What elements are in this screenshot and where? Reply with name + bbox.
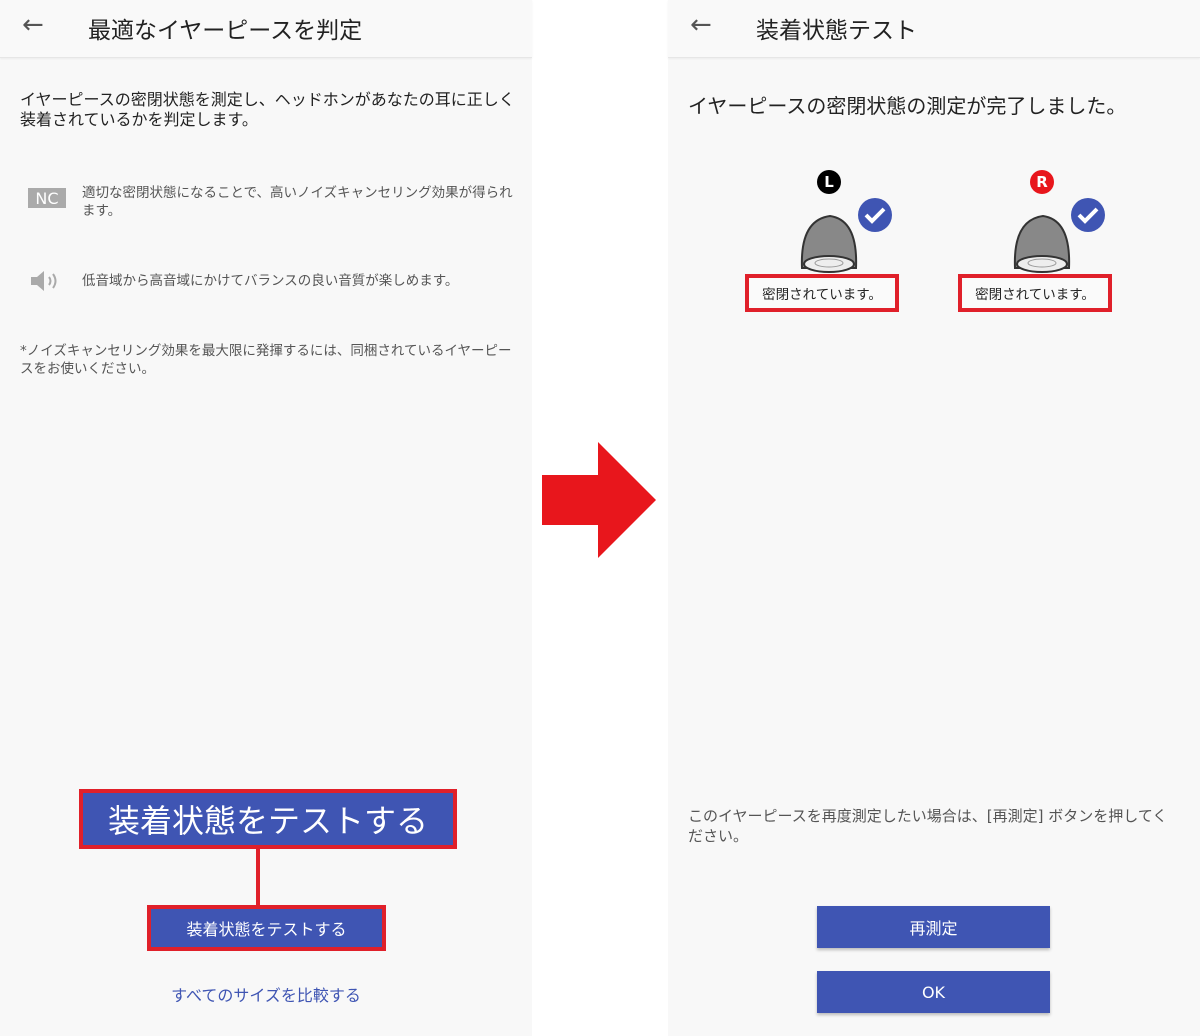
test-fit-button[interactable]: 装着状態をテストする (147, 905, 386, 951)
page-title: 最適なイヤーピースを判定 (88, 18, 363, 44)
fit-test-result-screen: ← 装着状態テスト イヤーピースの密閉状態の測定が完了しました。 L 密閉されて… (668, 0, 1200, 1036)
right-badge: R (1030, 170, 1054, 194)
intro-text: イヤーピースの密閉状態を測定し、ヘッドホンがあなたの耳に正しく装着されているかを… (20, 90, 515, 129)
earpiece-check-icon (800, 198, 892, 273)
result-message: イヤーピースの密閉状態の測定が完了しました。 (688, 94, 1127, 118)
test-button-callout: 装着状態をテストする (79, 789, 457, 849)
callout-connector (256, 849, 260, 905)
remeasure-button[interactable]: 再測定 (817, 906, 1050, 948)
next-arrow-icon (542, 442, 656, 558)
left-badge: L (817, 170, 841, 194)
ok-button[interactable]: OK (817, 971, 1050, 1013)
earpiece-left: L 密閉されています。 (745, 168, 905, 318)
footnote: *ノイズキャンセリング効果を最大限に発揮するには、同梱されているイヤーピースをお… (20, 343, 512, 377)
earpiece-right: R 密閉されています。 (958, 168, 1118, 318)
seal-status: 密閉されています。 (958, 274, 1112, 312)
nc-icon: NC (28, 188, 66, 208)
back-arrow-icon[interactable]: ← (22, 10, 44, 40)
fit-test-intro-screen: ← 最適なイヤーピースを判定 イヤーピースの密閉状態を測定し、ヘッドホンがあなた… (0, 0, 532, 1036)
seal-status: 密閉されています。 (745, 274, 899, 312)
compare-all-sizes-link[interactable]: すべてのサイズを比較する (171, 986, 361, 1005)
feature-text: 低音域から高音域にかけてバランスの良い音質が楽しめます。 (82, 273, 459, 289)
app-bar: ← 最適なイヤーピースを判定 (0, 0, 532, 58)
feature-text: 適切な密閉状態になることで、高いノイズキャンセリング効果が得られます。 (82, 185, 513, 219)
page-title: 装着状態テスト (756, 18, 917, 44)
speaker-icon (31, 271, 57, 291)
remeasure-hint: このイヤーピースを再度測定したい場合は、[再測定] ボタンを押してください。 (688, 807, 1168, 845)
feature-noise-cancel: NC 適切な密閉状態になることで、高いノイズキャンセリング効果が得られます。 (28, 184, 518, 220)
back-arrow-icon[interactable]: ← (690, 10, 712, 40)
feature-sound-quality: 低音域から高音域にかけてバランスの良い音質が楽しめます。 (28, 268, 518, 294)
earpiece-check-icon (1013, 198, 1105, 273)
app-bar: ← 装着状態テスト (668, 0, 1200, 58)
svg-text:NC: NC (35, 189, 58, 208)
